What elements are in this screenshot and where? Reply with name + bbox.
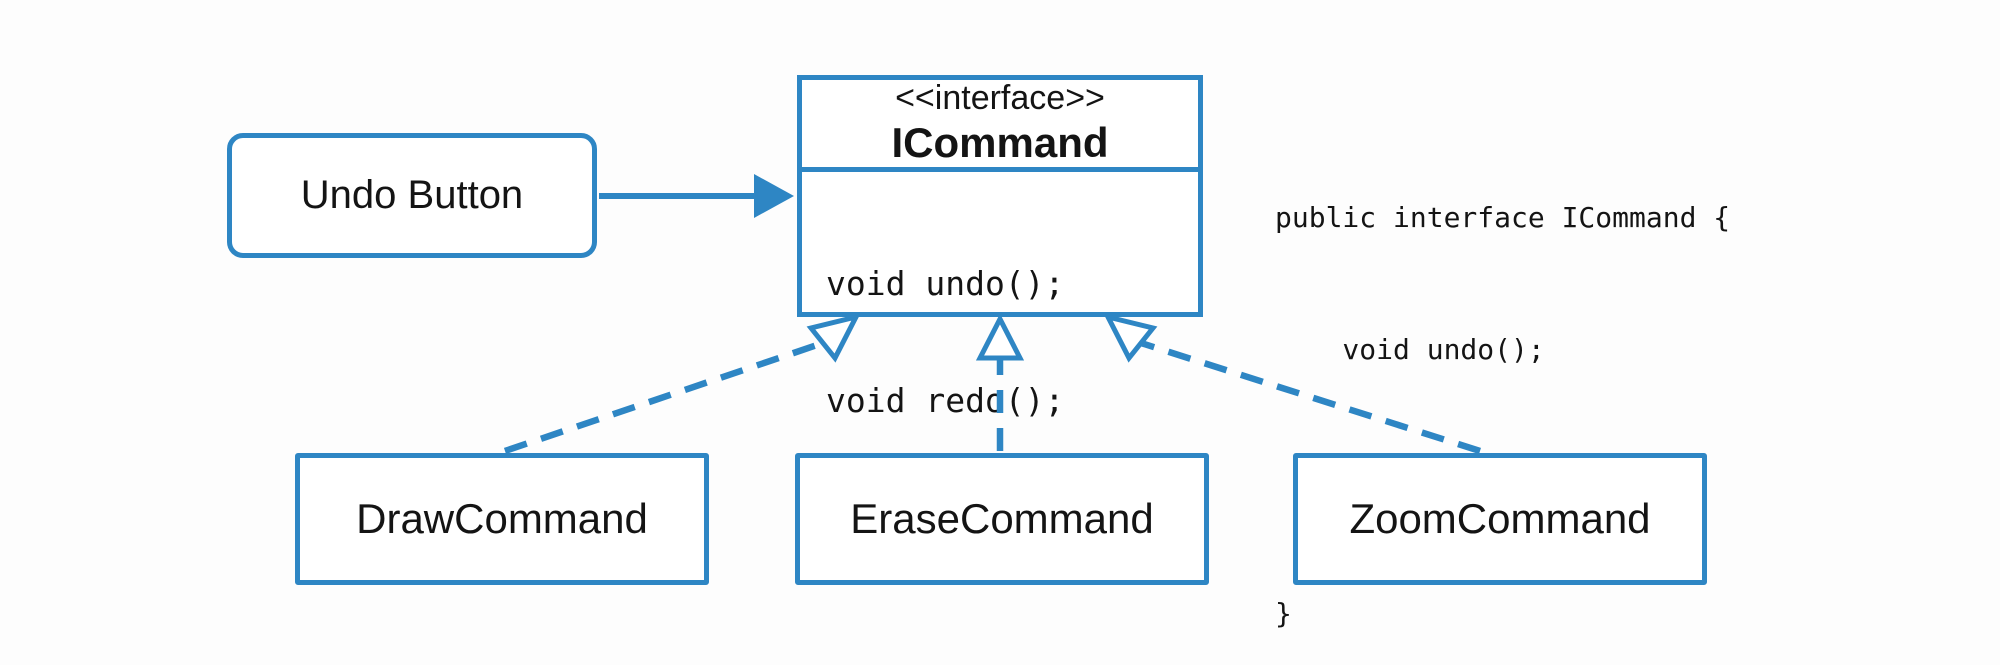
code-line: public interface ICommand { xyxy=(1275,201,1731,234)
class-box-drawcommand: DrawCommand xyxy=(295,453,709,585)
class-box-label: EraseCommand xyxy=(850,495,1154,542)
class-box-erasecommand: EraseCommand xyxy=(795,453,1209,585)
class-box-label: DrawCommand xyxy=(356,495,648,542)
interface-method: void redo(); xyxy=(826,380,1065,420)
actor-box-undo-button: Undo Button xyxy=(227,133,597,258)
code-line: void undo(); xyxy=(1275,333,1545,366)
interface-method: void undo(); xyxy=(826,263,1065,303)
interface-stereotype: <<interface>> xyxy=(895,79,1105,117)
class-box-zoomcommand: ZoomCommand xyxy=(1293,453,1707,585)
realization-line-draw xyxy=(503,339,825,455)
actor-box-label: Undo Button xyxy=(300,173,524,217)
interface-name: ICommand xyxy=(891,119,1109,167)
interface-methods: void undo(); void redo(); xyxy=(802,172,1198,498)
code-line: } xyxy=(1275,597,1292,630)
interface-header: <<interface>> ICommand xyxy=(802,79,1198,172)
class-box-label: ZoomCommand xyxy=(1349,495,1651,542)
association-arrowhead-icon xyxy=(754,174,794,218)
interface-box-icommand: <<interface>> ICommand void undo(); void… xyxy=(797,75,1203,420)
